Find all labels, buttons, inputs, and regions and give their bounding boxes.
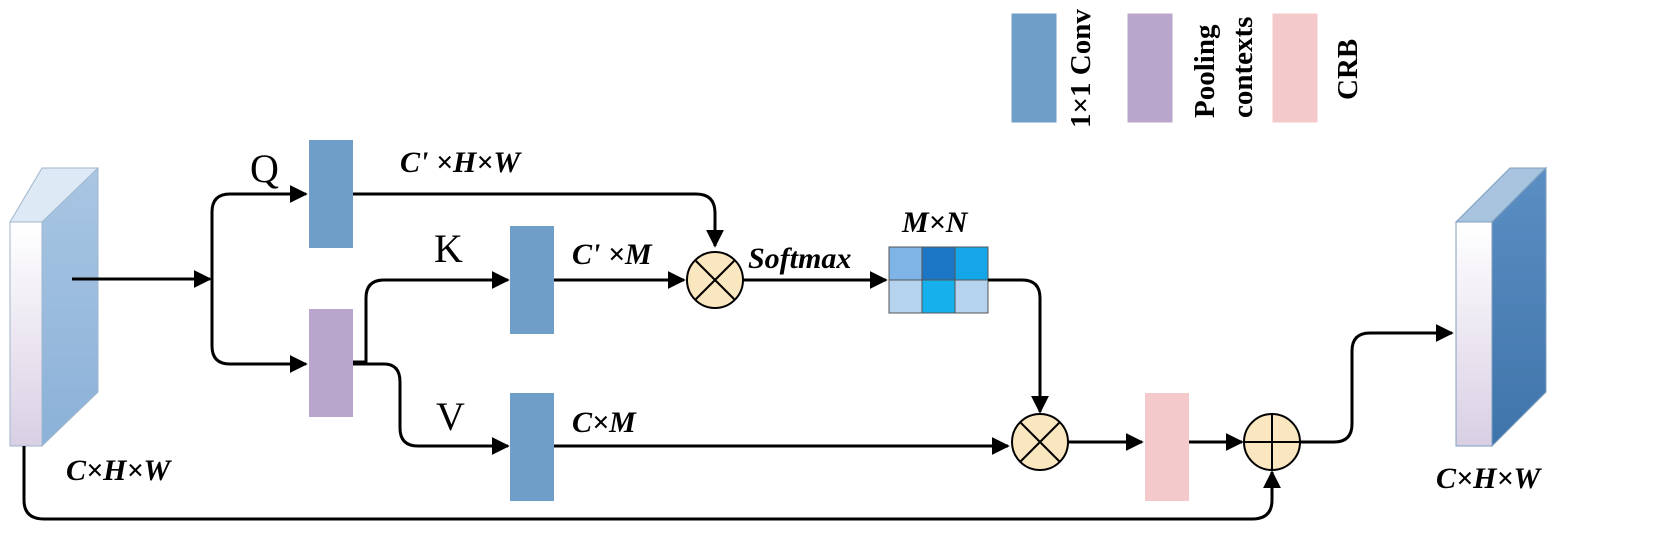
matrix-cell [921, 279, 956, 314]
q-conv-block [309, 140, 353, 248]
residual-skip-line [22, 446, 1281, 521]
q-to-mult-line [353, 192, 724, 248]
matrix-cell [954, 279, 989, 314]
matrix-cell [954, 246, 989, 281]
v-dim-label: C×M [572, 406, 637, 439]
legend-pooling-swatch [1127, 13, 1173, 123]
pool-to-v-line [353, 362, 510, 455]
output-feature-block [1454, 166, 1548, 448]
add-to-output-line [1300, 324, 1454, 444]
matrix-cell [888, 246, 923, 281]
k-label: K [434, 226, 463, 271]
crb-block [1145, 393, 1189, 501]
legend-pooling-label-2: contexts [1227, 17, 1259, 118]
q-label: Q [250, 146, 279, 191]
multiply-operator-1 [686, 251, 744, 309]
add-operator [1243, 413, 1301, 471]
matrix-to-mult2-line [988, 278, 1049, 414]
legend-crb-label: CRB [1332, 39, 1364, 100]
legend-conv-swatch [1011, 13, 1057, 123]
matrix-cell [921, 246, 956, 281]
matrix-cell [888, 279, 923, 314]
pooling-block [309, 309, 353, 417]
input-dim-label: C×H×W [66, 454, 173, 487]
v-conv-block [510, 393, 554, 501]
legend-pooling-label-1: Pooling [1189, 24, 1221, 118]
pool-to-k-line [353, 271, 510, 364]
v-label: V [436, 394, 465, 439]
multiply-operator-2 [1011, 413, 1069, 471]
input-feature-block [9, 166, 99, 448]
k-conv-block [510, 226, 554, 334]
softmax-label: Softmax [748, 242, 851, 275]
legend-conv-label: 1×1 Conv [1065, 9, 1097, 128]
k-dim-label: C' ×M [572, 238, 653, 271]
legend-crb-swatch [1272, 13, 1318, 123]
branch-pool-line [210, 279, 308, 373]
branch-q-line [210, 185, 308, 279]
attention-matrix [888, 246, 989, 314]
output-dim-label: C×H×W [1436, 462, 1543, 495]
mn-label: M×N [901, 206, 969, 239]
q-dim-label: C' ×H×W [400, 146, 522, 179]
